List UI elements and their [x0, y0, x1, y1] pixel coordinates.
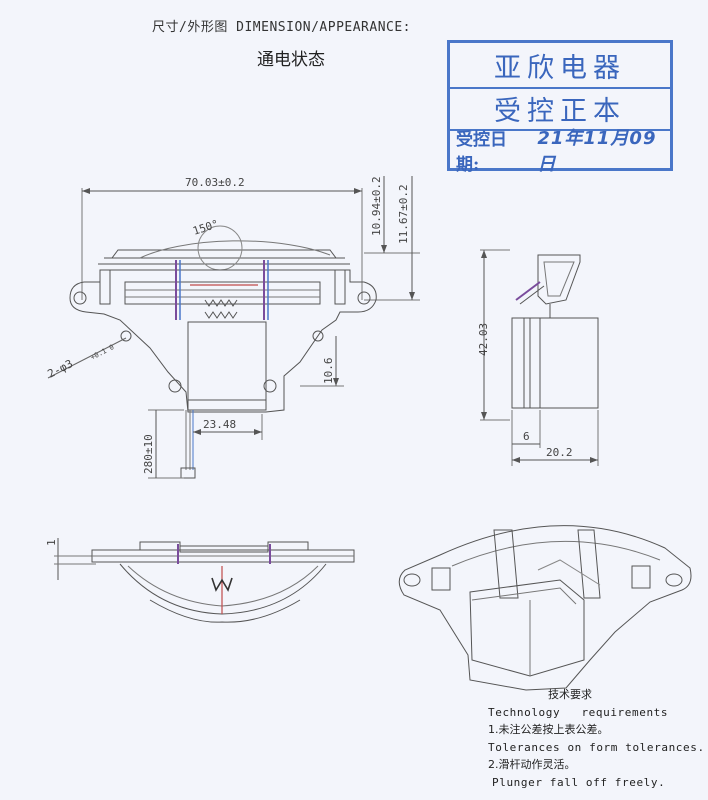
dim-height-a: 10.94±0.2	[370, 176, 383, 236]
stamp-date-row: 受控日期: 21年11月09日	[450, 128, 670, 175]
dim-side-height: 42.03	[477, 323, 490, 356]
technical-requirements: 技术要求 Technology requirements 1.未注公差按上表公差…	[488, 686, 705, 791]
dim-side-width: 20.2	[546, 446, 573, 459]
dim-holes-tol: +0.1 0	[89, 343, 115, 362]
notes-title: 技术要求	[548, 688, 592, 701]
side-view: 42.03 6 20.2	[477, 249, 599, 466]
isometric-view	[398, 525, 692, 691]
notes-item2-en: Plunger fall off freely.	[492, 775, 666, 789]
bottom-view: 1	[45, 538, 355, 623]
dim-thickness: 1	[45, 539, 58, 546]
dim-body-width: 23.48	[203, 418, 236, 431]
control-stamp: 亚欣电器 受控正本 受控日期: 21年11月09日	[447, 40, 673, 175]
stamp-status: 受控正本	[450, 87, 670, 131]
dim-wire-length: 280±10	[142, 434, 155, 474]
notes-item1-cn: 1.未注公差按上表公差。	[488, 723, 609, 736]
dim-height-c: 10.6	[322, 358, 335, 385]
state-subtitle: 通电状态	[257, 50, 325, 70]
sheet-title: 尺寸/外形图 DIMENSION/APPEARANCE:	[152, 20, 412, 35]
stamp-date-label: 受控日期:	[456, 130, 507, 175]
dim-side-small: 6	[523, 430, 530, 443]
stamp-company: 亚欣电器	[450, 43, 670, 89]
notes-item1-en: Tolerances on form tolerances.	[488, 740, 705, 754]
dim-holes: 2-φ3	[45, 357, 75, 381]
dim-overall-width: 70.03±0.2	[185, 176, 245, 189]
notes-heading-en: Technology requirements	[488, 705, 669, 719]
dim-angle: 150°	[191, 217, 220, 238]
dim-height-b: 11.67±0.2	[397, 184, 410, 244]
front-view: 70.03±0.2 10.94±0.2 11.67±0.2 150°	[45, 176, 420, 479]
stamp-date-value: 21年11月09日	[537, 128, 657, 175]
notes-item2-cn: 2.滑杆动作灵活。	[488, 758, 576, 771]
